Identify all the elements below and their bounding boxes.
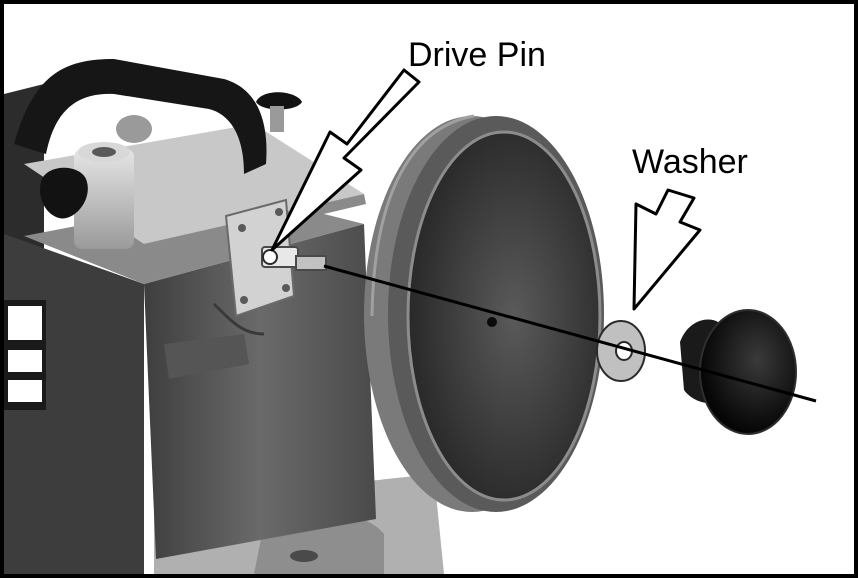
alignment-axis	[323, 264, 817, 403]
grinding-wheel	[364, 114, 604, 512]
carry-handle	[14, 59, 267, 174]
drive-pin-plate	[224, 198, 296, 318]
drive-pin-arrow	[270, 68, 421, 252]
brand-logo	[4, 300, 46, 410]
washer-label: Washer	[632, 143, 748, 181]
drive-pin	[261, 246, 327, 271]
locking-knob	[39, 92, 302, 219]
wheel-knob	[680, 309, 797, 435]
grinder-illustration	[4, 59, 817, 574]
support-arm	[74, 115, 152, 249]
washer-arrow	[632, 188, 702, 311]
drive-pin-label: Drive Pin	[408, 36, 546, 74]
